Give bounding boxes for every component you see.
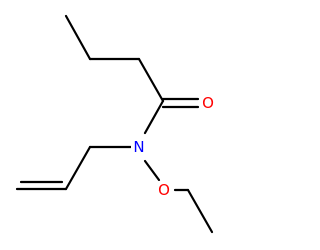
carbonyl-oxygen-bg (201, 94, 215, 112)
chemical-structure: O N O (15, 14, 215, 234)
bond-butyl-c1-c2 (64, 14, 92, 61)
bonds (15, 14, 214, 234)
bond-allyl-ch2-ch (64, 145, 92, 191)
amide-nitrogen-label: N (133, 138, 144, 156)
ether-oxygen-bg (157, 181, 171, 199)
bond-n-o-ether (143, 159, 161, 182)
amide-nitrogen-bg (131, 138, 146, 156)
bond-ethyl-ch2-ch3 (186, 188, 214, 234)
bond-carbonyl-n (143, 99, 165, 135)
bond-butyl-c3-carbonyl (137, 57, 165, 103)
carbonyl-oxygen-label: O (202, 94, 214, 112)
atom-labels: O N O (131, 94, 215, 199)
ether-oxygen-label: O (158, 181, 170, 199)
